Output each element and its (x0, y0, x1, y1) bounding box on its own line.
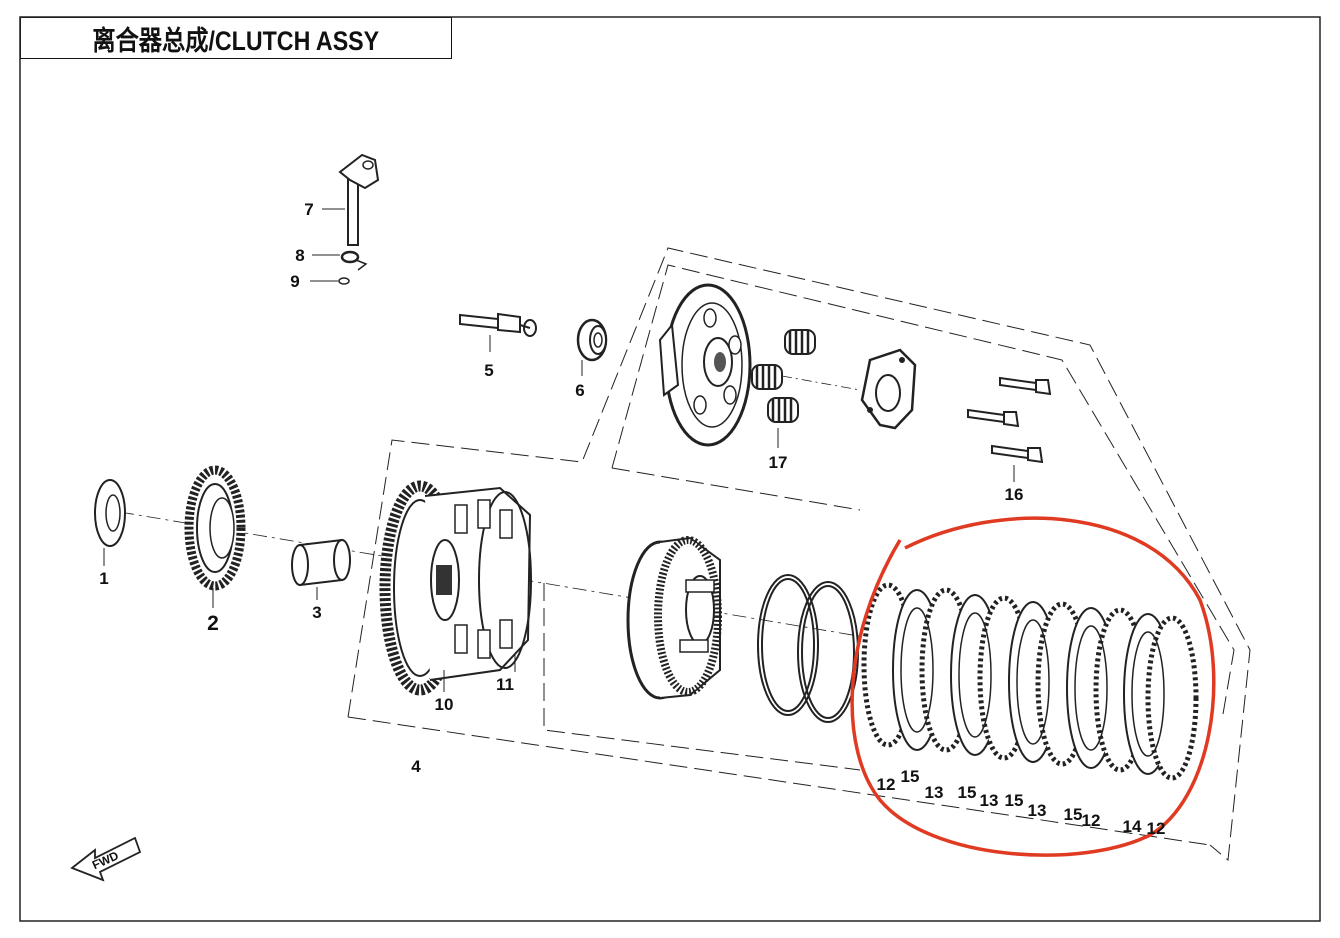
part-17-springs (751, 329, 816, 448)
part-label-4: 4 (411, 757, 421, 776)
part-3-bushing (291, 538, 351, 600)
part-label-10: 10 (435, 695, 454, 714)
outer-frame (19, 16, 1321, 922)
outer-group-boundary (347, 247, 1251, 861)
part-10-clutch-basket (379, 480, 532, 696)
part-label-16: 16 (1005, 485, 1024, 504)
spring-retainer (860, 348, 917, 430)
part-2-gear (184, 465, 246, 608)
part-label-7: 7 (304, 200, 313, 219)
title-box: 离合器总成/CLUTCH ASSY (20, 17, 452, 59)
part-7-release-shaft (322, 153, 380, 246)
part-1-washer (94, 479, 126, 566)
part-label-6: 6 (575, 381, 584, 400)
clutch-plate-stack (861, 582, 1199, 781)
part-8-spring (312, 250, 368, 271)
inner-group-boundary (543, 583, 861, 771)
outer-group-bottom (347, 716, 1211, 846)
diagram-title: 离合器总成/CLUTCH ASSY (92, 25, 380, 56)
part-label-17: 17 (769, 453, 788, 472)
part-5-pushrod (459, 312, 537, 352)
part-16-bolts (967, 376, 1052, 482)
clutch-inner-hub (626, 536, 722, 700)
stack-label-12b: 12 (1082, 811, 1101, 830)
part-label-1: 1 (99, 569, 108, 588)
o-rings (757, 574, 859, 723)
part-labels: 1 2 3 4 5 6 7 8 9 10 11 16 17 12 15 13 1… (90, 200, 1165, 872)
stack-label-13b: 13 (980, 791, 999, 810)
stack-label-13c: 13 (1028, 801, 1047, 820)
upper-group-boundary (611, 264, 1235, 721)
stack-label-13a: 13 (925, 783, 944, 802)
stack-label-15d: 15 (1064, 805, 1083, 824)
stack-label-12a: 12 (877, 775, 896, 794)
fwd-arrow (70, 836, 142, 882)
part-6-bearing (576, 318, 608, 376)
part-label-8: 8 (295, 246, 304, 265)
part-label-11: 11 (496, 675, 514, 694)
part-9-washer (310, 277, 350, 285)
stack-label-12c: 12 (1147, 819, 1166, 838)
upper-group-bottom (611, 467, 861, 511)
part-label-5: 5 (484, 361, 493, 380)
stack-label-14: 14 (1123, 817, 1142, 836)
stack-label-15a: 15 (901, 767, 920, 786)
part-label-9: 9 (290, 272, 299, 291)
stack-label-15b: 15 (958, 783, 977, 802)
part-label-3: 3 (312, 603, 321, 622)
stack-label-15c: 15 (1005, 791, 1024, 810)
highlight-circle (850, 516, 1216, 857)
group-boundaries (347, 247, 1251, 861)
pressure-plate (658, 283, 752, 447)
part-label-2: 2 (207, 612, 219, 635)
